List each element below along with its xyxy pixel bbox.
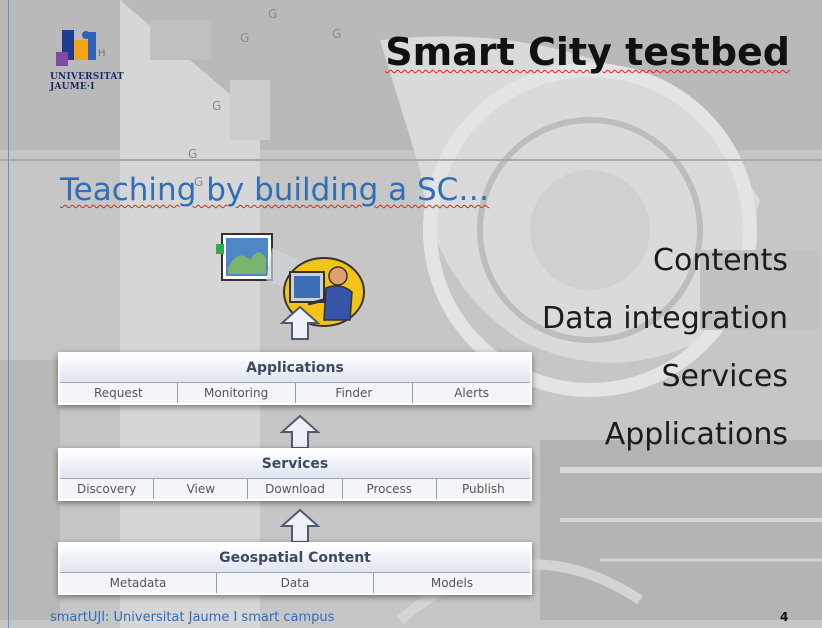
topic-data-integration: Data integration: [542, 301, 788, 336]
logo-text: UNIVERSITAT JAUME·I: [50, 72, 124, 92]
svg-text:H: H: [98, 48, 106, 59]
svg-text:G: G: [332, 27, 341, 41]
layer-item: Monitoring: [177, 383, 296, 403]
layer-item: Models: [374, 573, 530, 593]
layer-item: Publish: [436, 479, 531, 499]
layer-item: Metadata: [60, 573, 217, 593]
layer-applications: Applications Request Monitoring Finder A…: [58, 352, 532, 405]
layer-services-items: Discovery View Download Process Publish: [60, 479, 531, 499]
up-arrow-icon: [280, 305, 320, 340]
layer-services: Services Discovery View Download Process…: [58, 448, 532, 501]
slide-subtitle: Teaching by building a SC…: [60, 172, 489, 208]
layer-item: View: [154, 479, 249, 499]
logo-line1: UNIVERSITAT: [50, 72, 124, 82]
layer-geospatial-content: Geospatial Content Metadata Data Models: [58, 542, 532, 595]
layer-item: Download: [248, 479, 343, 499]
slide-footer: smartUJI: Universitat Jaume I smart camp…: [50, 610, 335, 625]
universitat-jaume-i-logo: H: [56, 30, 106, 66]
svg-text:G: G: [240, 31, 249, 45]
topic-contents: Contents: [653, 243, 788, 278]
topics-list: Contents Data integration Services Appli…: [542, 232, 788, 464]
layer-geospatial-content-title: Geospatial Content: [60, 544, 530, 573]
slide-title: Smart City testbed: [380, 30, 790, 74]
svg-text:G: G: [212, 99, 221, 113]
svg-text:G: G: [188, 147, 197, 161]
topic-applications: Applications: [604, 417, 788, 452]
svg-text:G: G: [268, 7, 277, 21]
layer-item: Finder: [295, 383, 414, 403]
layer-item: Data: [217, 573, 374, 593]
layer-item: Alerts: [413, 383, 530, 403]
layer-item: Request: [60, 383, 178, 403]
svg-text:G: G: [194, 175, 203, 189]
layer-applications-title: Applications: [60, 354, 530, 383]
layer-services-title: Services: [60, 450, 530, 479]
up-arrow-icon: [280, 414, 320, 449]
logo-line2: JAUME·I: [50, 82, 95, 92]
layer-item: Process: [342, 479, 437, 499]
slide-left-border: [8, 0, 9, 628]
topic-services: Services: [661, 359, 788, 394]
layer-applications-items: Request Monitoring Finder Alerts: [60, 383, 530, 403]
layer-geospatial-content-items: Metadata Data Models: [60, 573, 530, 593]
page-number: 4: [780, 610, 789, 624]
slide-title-text: Smart City testbed: [385, 30, 790, 74]
slide-subtitle-text: Teaching by building a SC…: [60, 172, 490, 208]
up-arrow-icon: [280, 508, 320, 543]
computer-user-illustration: [216, 233, 365, 327]
layer-item: Discovery: [60, 479, 155, 499]
